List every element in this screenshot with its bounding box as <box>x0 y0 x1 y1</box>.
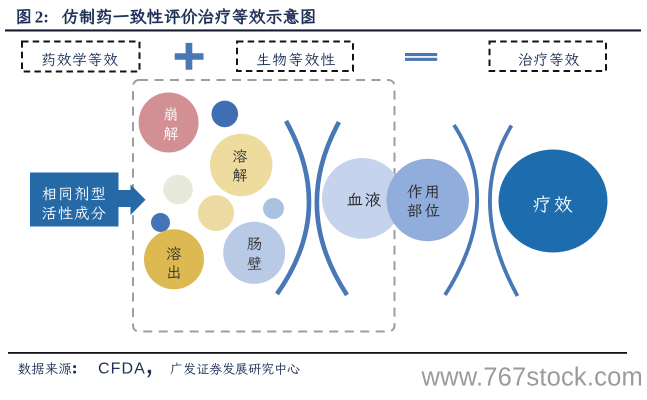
svg-text:CFDA: CFDA <box>98 361 146 378</box>
svg-text:www.767stock.com: www.767stock.com <box>421 364 643 392</box>
svg-text:2:: 2: <box>35 8 49 27</box>
